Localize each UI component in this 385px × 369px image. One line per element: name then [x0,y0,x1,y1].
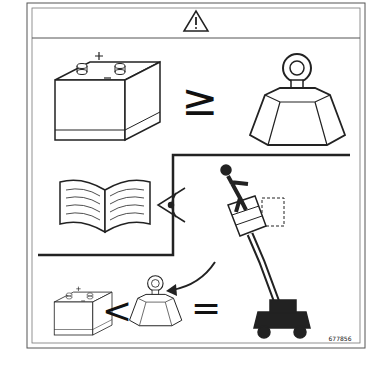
part-number: 677856 [329,336,352,342]
manual-book [60,180,150,232]
battery-symbol [55,52,160,140]
inner-frame [32,8,360,343]
equals-symbol: = [191,290,221,326]
warning-triangle [184,11,208,31]
comparison-symbol: < [102,293,132,329]
header-rule [32,38,360,39]
counterweight-symbol-small [130,276,182,326]
divider-line [38,155,350,255]
comparison-symbol: ≥ [182,78,219,122]
outer-frame [27,3,365,348]
eye-symbol [158,188,185,222]
tipping-boom-lift [221,165,310,338]
counterweight-symbol [250,54,345,145]
